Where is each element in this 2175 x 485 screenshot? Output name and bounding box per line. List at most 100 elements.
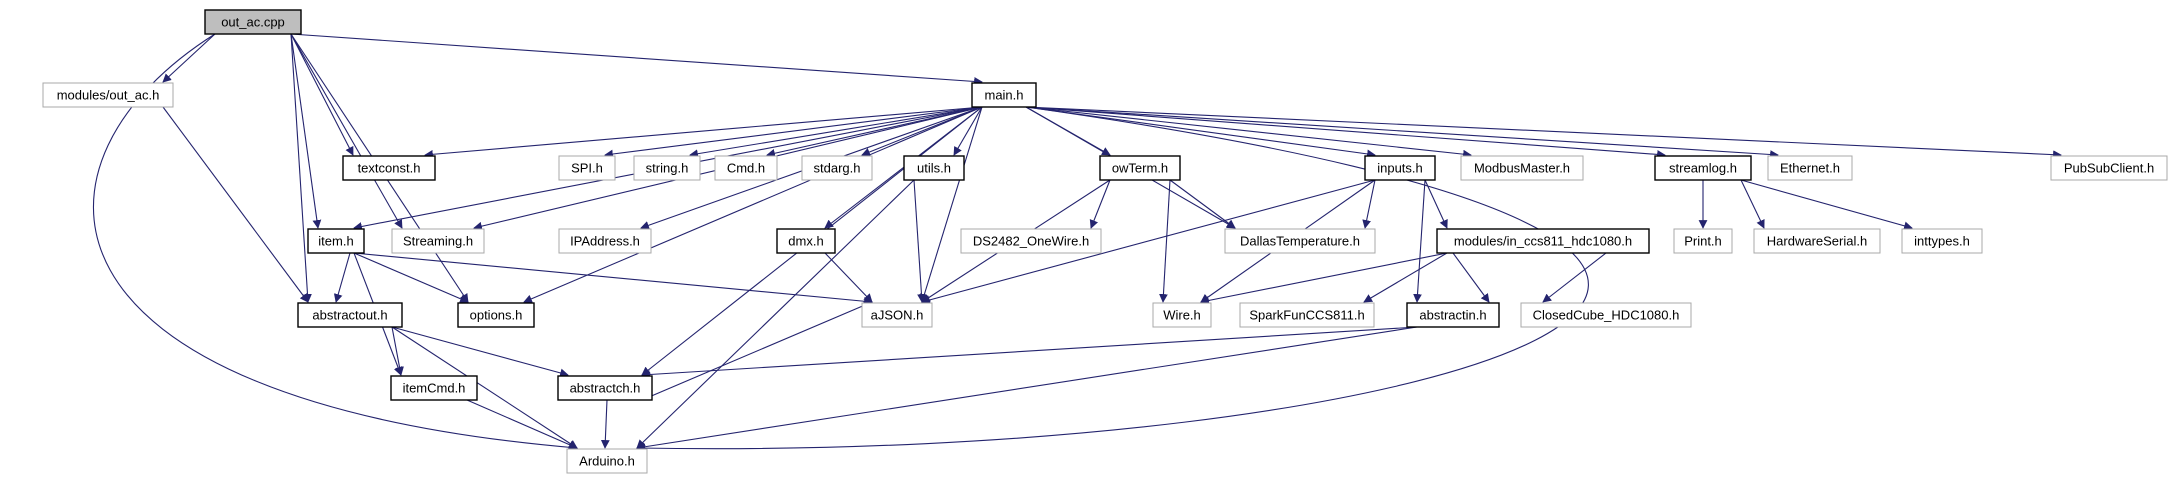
edge-in_ccs811_hdc1080_h-closedcube_hdc1080_h xyxy=(1542,252,1607,303)
node-label-ipaddress_h: IPAddress.h xyxy=(570,234,640,249)
node-stdarg_h[interactable]: stdarg.h xyxy=(801,155,873,181)
node-box-closedcube_hdc1080_h xyxy=(1520,302,1692,328)
node-box-string_h xyxy=(633,155,701,181)
node-label-main_h: main.h xyxy=(984,88,1023,103)
edge-out_ac_cpp-item_h xyxy=(290,33,322,229)
node-abstractout_h[interactable]: abstractout.h xyxy=(297,302,403,328)
node-label-ds2482_onewire_h: DS2482_OneWire.h xyxy=(973,234,1089,249)
node-modules_out_ac_h[interactable]: modules/out_ac.h xyxy=(42,82,174,108)
node-closedcube_hdc1080_h[interactable]: ClosedCube_HDC1080.h xyxy=(1520,302,1692,328)
node-arduino_h[interactable]: Arduino.h xyxy=(566,448,648,474)
node-wire_h[interactable]: Wire.h xyxy=(1152,302,1212,328)
edge-abstractout_h-abstractch_h xyxy=(391,326,569,378)
node-utils_h[interactable]: utils.h xyxy=(903,155,965,181)
edge-owterm_h-ds2482_onewire_h xyxy=(1089,179,1111,229)
node-box-hardwareserial_h xyxy=(1753,228,1881,254)
node-box-stdarg_h xyxy=(801,155,873,181)
node-itemcmd_h[interactable]: itemCmd.h xyxy=(390,375,478,401)
node-label-dallastemperature_h: DallasTemperature.h xyxy=(1240,234,1360,249)
edge-out_ac_cpp-abstractout_h xyxy=(290,33,312,303)
node-cmd_h[interactable]: Cmd.h xyxy=(714,155,778,181)
edge-main_h-modbusmaster_h xyxy=(1025,106,1472,159)
node-box-dmx_h xyxy=(776,228,836,254)
node-box-abstractch_h xyxy=(557,375,653,401)
node-label-options_h: options.h xyxy=(470,308,523,323)
node-label-pubsubclient_h: PubSubClient.h xyxy=(2064,161,2154,176)
node-box-item_h xyxy=(307,228,365,254)
node-label-ajson_h: aJSON.h xyxy=(871,308,924,323)
node-textconst_h[interactable]: textconst.h xyxy=(342,155,436,181)
node-label-dmx_h: dmx.h xyxy=(788,234,823,249)
edge-itemcmd_h-arduino_h xyxy=(466,399,578,449)
node-ajson_h[interactable]: aJSON.h xyxy=(861,302,933,328)
node-print_h[interactable]: Print.h xyxy=(1673,228,1733,254)
node-box-ds2482_onewire_h xyxy=(960,228,1102,254)
edge-owterm_h-dallastemperature_h xyxy=(1169,179,1236,229)
node-abstractin_h[interactable]: abstractin.h xyxy=(1406,302,1500,328)
edge-out_ac_cpp-streaming_h xyxy=(290,33,403,229)
node-options_h[interactable]: options.h xyxy=(457,302,535,328)
node-out_ac_cpp[interactable]: out_ac.cpp xyxy=(204,9,302,35)
node-inttypes_h[interactable]: inttypes.h xyxy=(1901,228,1983,254)
node-main_h[interactable]: main.h xyxy=(971,82,1037,108)
node-box-pubsubclient_h xyxy=(2050,155,2168,181)
node-label-cmd_h: Cmd.h xyxy=(727,161,765,176)
edge-main_h-ajson_h xyxy=(920,106,983,303)
node-box-itemcmd_h xyxy=(390,375,478,401)
node-box-modbusmaster_h xyxy=(1460,155,1584,181)
node-abstractch_h[interactable]: abstractch.h xyxy=(557,375,653,401)
node-streamlog_h[interactable]: streamlog.h xyxy=(1654,155,1752,181)
node-dmx_h[interactable]: dmx.h xyxy=(776,228,836,254)
node-box-modules_out_ac_h xyxy=(42,82,174,108)
node-label-streamlog_h: streamlog.h xyxy=(1669,161,1737,176)
node-hardwareserial_h[interactable]: HardwareSerial.h xyxy=(1753,228,1881,254)
node-box-ethernet_h xyxy=(1767,155,1853,181)
node-box-owterm_h xyxy=(1099,155,1181,181)
node-label-abstractch_h: abstractch.h xyxy=(570,381,641,396)
node-sparkfunccs811_h[interactable]: SparkFunCCS811.h xyxy=(1239,302,1375,328)
node-label-closedcube_hdc1080_h: ClosedCube_HDC1080.h xyxy=(1533,308,1680,323)
edge-dmx_h-ajson_h xyxy=(824,252,873,303)
edge-main_h-pubsubclient_h xyxy=(1025,106,2062,160)
node-box-arduino_h xyxy=(566,448,648,474)
node-label-ethernet_h: Ethernet.h xyxy=(1780,161,1840,176)
node-ethernet_h[interactable]: Ethernet.h xyxy=(1767,155,1853,181)
edge-in_ccs811_hdc1080_h-wire_h xyxy=(1200,252,1448,305)
node-pubsubclient_h[interactable]: PubSubClient.h xyxy=(2050,155,2168,181)
node-in_ccs811_hdc1080_h[interactable]: modules/in_ccs811_hdc1080.h xyxy=(1436,228,1650,254)
node-label-abstractin_h: abstractin.h xyxy=(1419,308,1486,323)
edge-utils_h-arduino_h xyxy=(636,179,915,449)
node-label-print_h: Print.h xyxy=(1684,234,1722,249)
node-inputs_h[interactable]: inputs.h xyxy=(1364,155,1436,181)
node-box-abstractin_h xyxy=(1406,302,1500,328)
node-spi_h[interactable]: SPI.h xyxy=(558,155,616,181)
node-box-streamlog_h xyxy=(1654,155,1752,181)
node-label-inttypes_h: inttypes.h xyxy=(1914,234,1970,249)
node-modbusmaster_h[interactable]: ModbusMaster.h xyxy=(1460,155,1584,181)
node-label-item_h: item.h xyxy=(318,234,353,249)
edge-inputs_h-abstractin_h xyxy=(1413,179,1426,303)
node-owterm_h[interactable]: owTerm.h xyxy=(1099,155,1181,181)
node-label-abstractout_h: abstractout.h xyxy=(312,308,387,323)
edge-main_h-string_h xyxy=(689,106,983,159)
node-box-print_h xyxy=(1673,228,1733,254)
node-ds2482_onewire_h[interactable]: DS2482_OneWire.h xyxy=(960,228,1102,254)
edge-abstractch_h-arduino_h xyxy=(600,399,610,449)
node-box-ajson_h xyxy=(861,302,933,328)
edge-abstractch_h-ajson_h xyxy=(641,301,873,401)
node-label-spi_h: SPI.h xyxy=(571,161,603,176)
node-box-sparkfunccs811_h xyxy=(1239,302,1375,328)
edge-streamlog_h-inttypes_h xyxy=(1740,179,1913,231)
edge-main_h-utils_h xyxy=(953,106,983,156)
edge-out_ac_cpp-modules_out_ac_h xyxy=(162,33,216,83)
node-item_h[interactable]: item.h xyxy=(307,228,365,254)
node-box-inputs_h xyxy=(1364,155,1436,181)
node-string_h[interactable]: string.h xyxy=(633,155,701,181)
edge-abstractin_h-arduino_h xyxy=(636,326,1418,452)
node-dallastemperature_h[interactable]: DallasTemperature.h xyxy=(1224,228,1376,254)
node-label-itemcmd_h: itemCmd.h xyxy=(403,381,466,396)
node-box-main_h xyxy=(971,82,1037,108)
node-ipaddress_h[interactable]: IPAddress.h xyxy=(558,228,652,254)
node-streaming_h[interactable]: Streaming.h xyxy=(391,228,485,254)
